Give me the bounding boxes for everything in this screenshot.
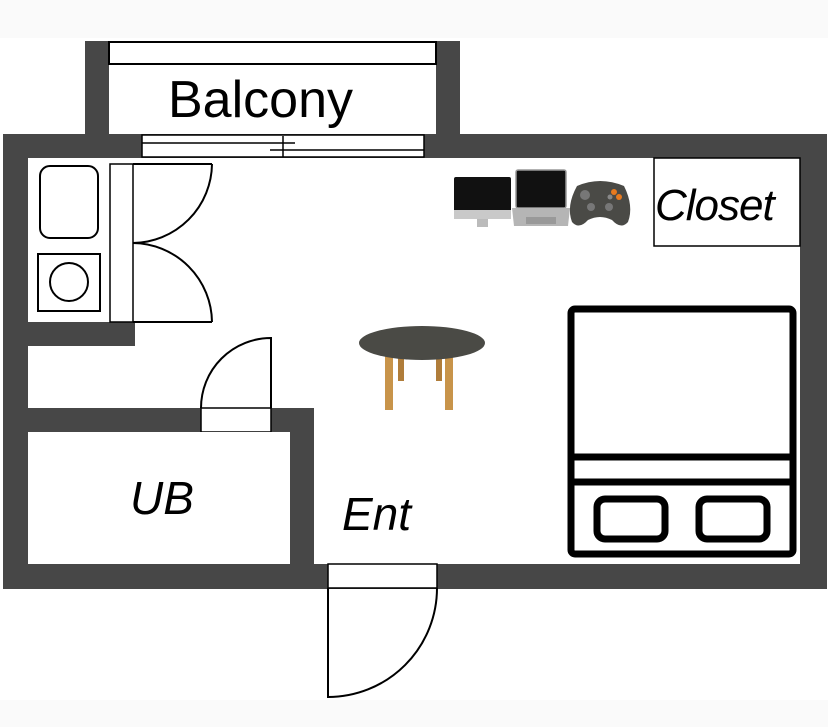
balcony bbox=[85, 41, 460, 136]
kitchen bbox=[28, 158, 134, 323]
closet-door-frame bbox=[109, 163, 134, 323]
pillow-left bbox=[593, 495, 669, 543]
right-wall bbox=[800, 134, 827, 589]
unit-bath-label: UB bbox=[130, 472, 194, 524]
closet-label: Closet bbox=[655, 181, 775, 230]
balcony-label: Balcony bbox=[168, 71, 353, 129]
entrance-label: Ent bbox=[342, 488, 412, 540]
burner-icon bbox=[49, 262, 89, 302]
laptop-icon bbox=[512, 169, 570, 226]
balcony-left-wall bbox=[85, 41, 109, 136]
left-wall bbox=[3, 134, 28, 589]
unit-bath-room bbox=[28, 432, 290, 564]
coffee-table bbox=[359, 326, 485, 410]
sink-icon bbox=[39, 165, 99, 239]
bath-right-wall bbox=[290, 408, 314, 568]
balcony-sliding-door[interactable] bbox=[141, 134, 425, 158]
game-controller-icon bbox=[569, 181, 631, 226]
devices bbox=[454, 169, 631, 227]
kitchen-double-door[interactable] bbox=[132, 163, 213, 323]
pillow-right bbox=[695, 495, 771, 543]
closet-box bbox=[653, 157, 801, 247]
bed bbox=[567, 305, 797, 558]
entrance-door[interactable] bbox=[327, 563, 438, 699]
desktop-monitor-icon bbox=[454, 177, 511, 227]
bathroom-door[interactable] bbox=[200, 336, 272, 433]
balcony-railing bbox=[108, 41, 437, 65]
kitchen-wall bbox=[28, 322, 135, 346]
balcony-right-wall bbox=[436, 41, 460, 136]
